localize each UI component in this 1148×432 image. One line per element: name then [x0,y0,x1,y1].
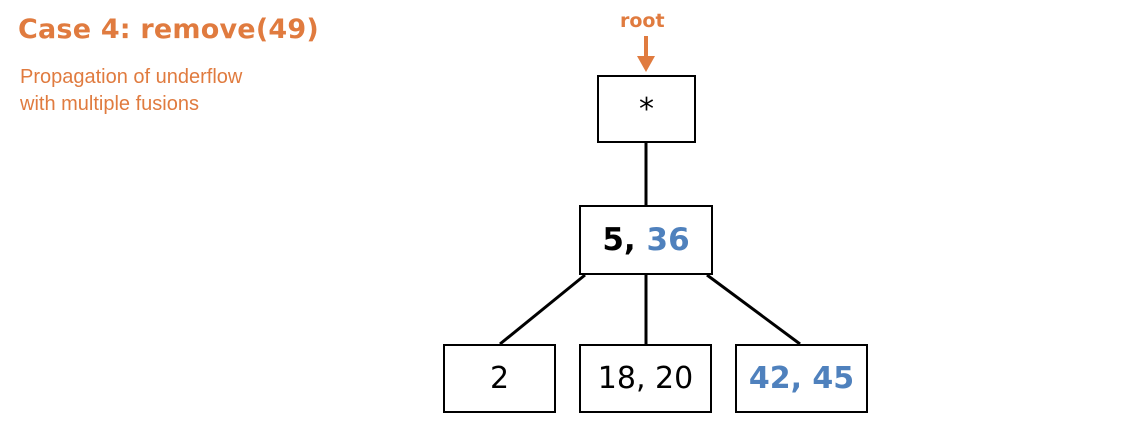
internal-node: 5, 36 [579,205,713,275]
root-node-key: * [639,91,654,127]
subtitle-line-2: with multiple fusions [20,93,199,115]
leaf-node-3-keys: 42, 45 [748,361,855,396]
internal-node-key-1: 5, [602,222,636,258]
root-label: root [620,10,665,32]
subtitle-line-1: Propagation of underflow [20,66,243,88]
root-arrow-head [637,56,655,72]
root-node: * [597,75,696,143]
root-arrow [637,36,655,72]
slide-subtitle: Propagation of underflow with multiple f… [20,64,340,118]
leaf-node-1: 2 [443,344,556,413]
slide-title: Case 4: remove(49) [18,14,319,45]
internal-node-key-2: 36 [646,222,690,258]
leaf-node-2: 18, 20 [579,344,712,413]
edge-internal-to-leaf-1 [499,273,586,346]
leaf-node-1-keys: 2 [489,361,510,396]
leaf-node-2-keys: 18, 20 [597,361,694,396]
edge-internal-to-leaf-3 [706,273,801,346]
leaf-node-3: 42, 45 [735,344,868,413]
